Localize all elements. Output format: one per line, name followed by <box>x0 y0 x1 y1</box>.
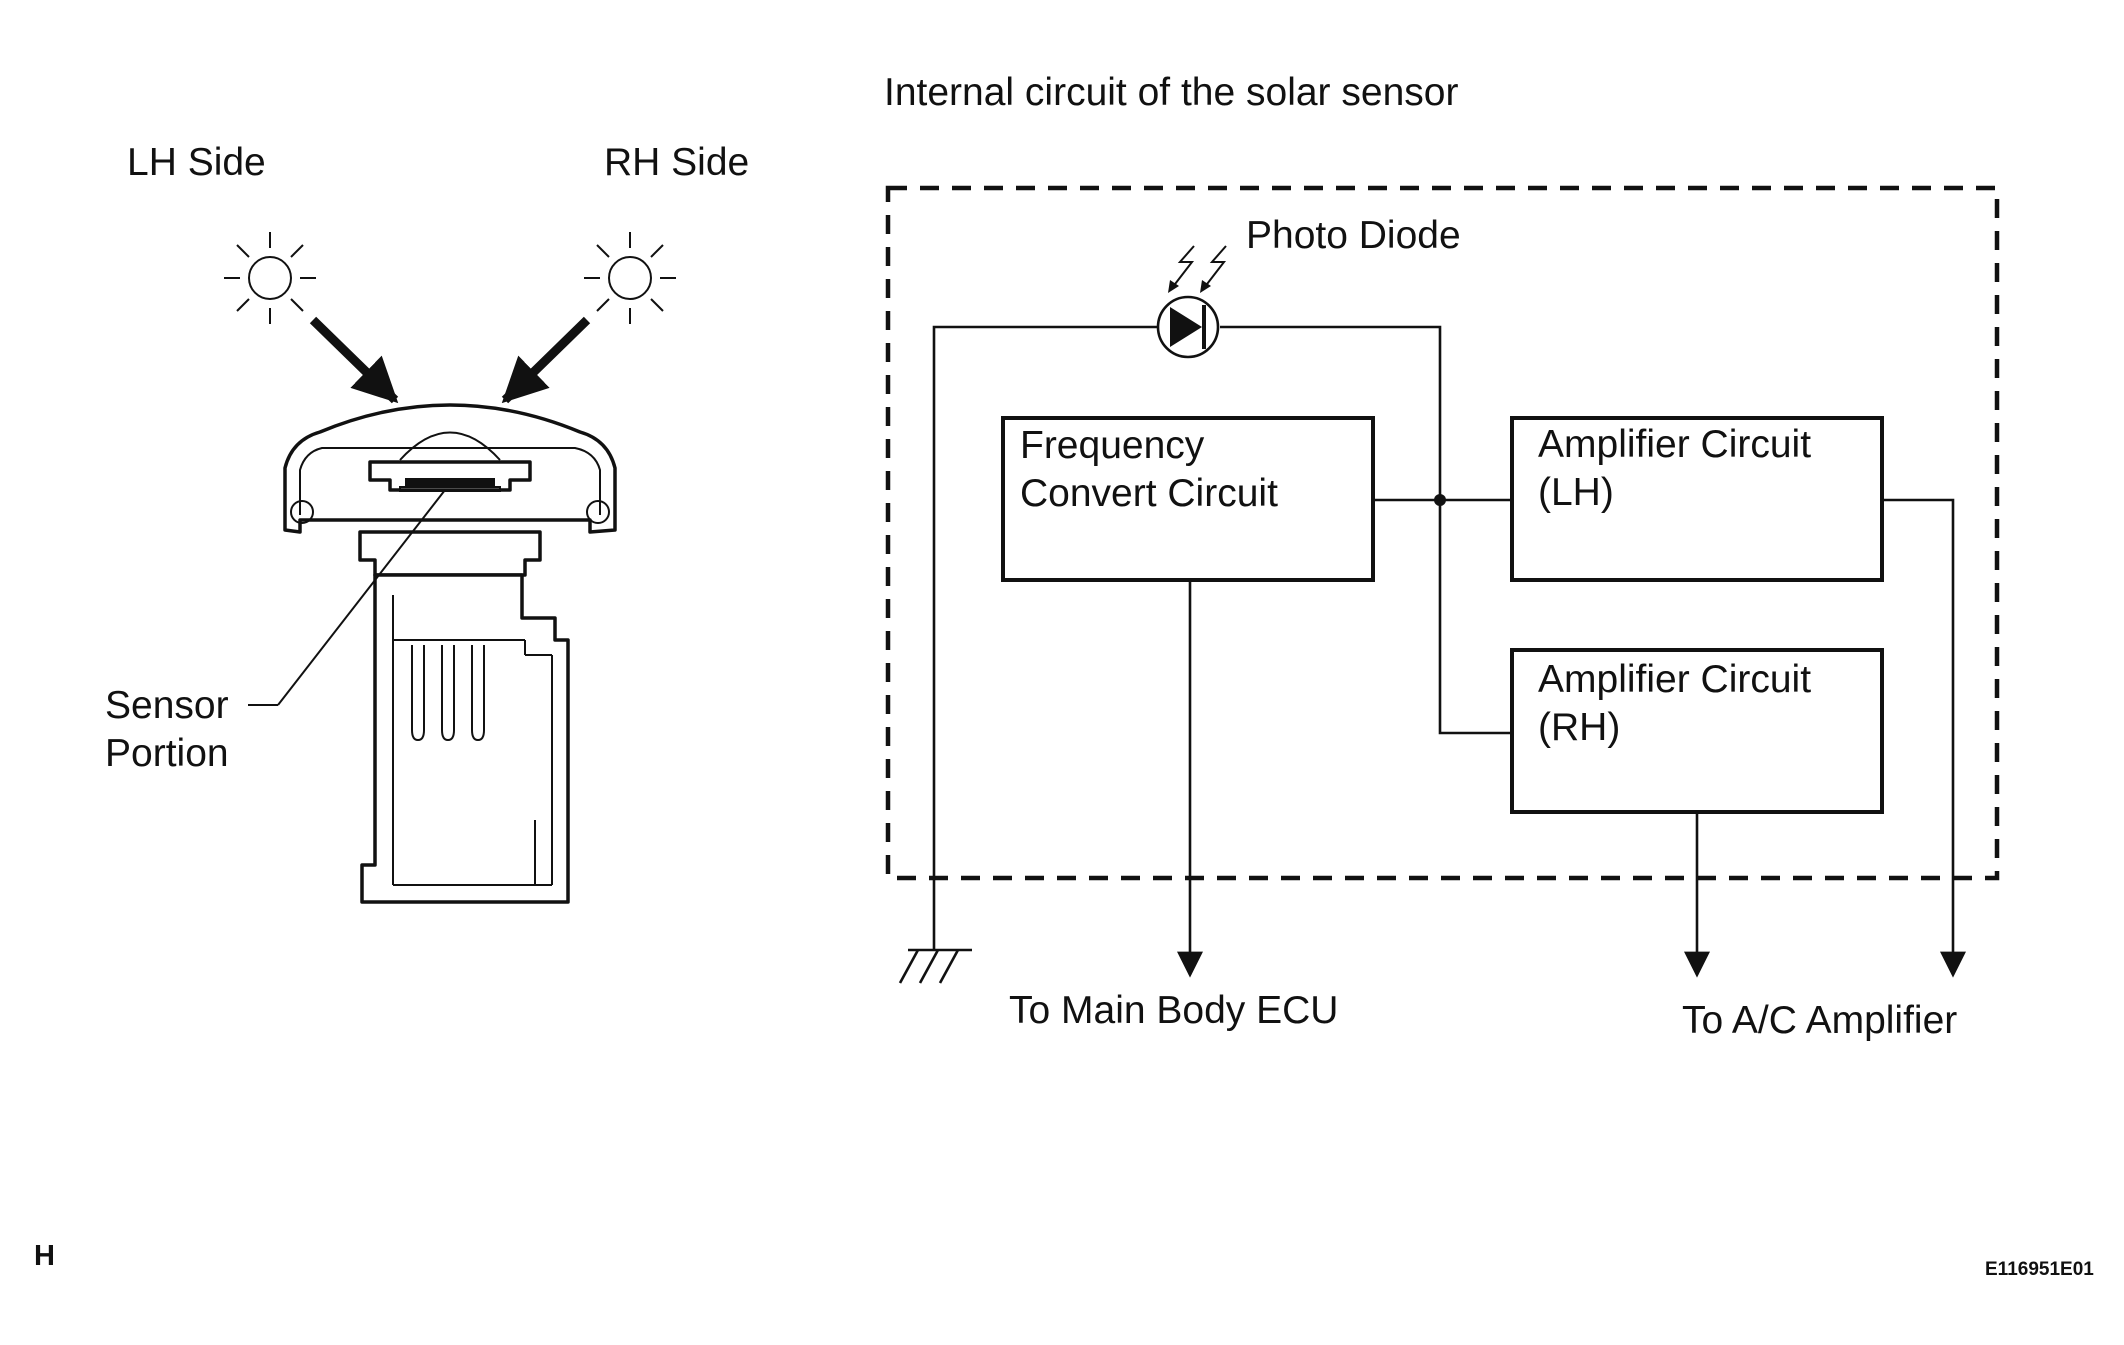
ground-wire <box>932 325 1157 950</box>
rh-side-label: RH Side <box>604 141 749 184</box>
corner-letter: H <box>34 1240 55 1272</box>
to-main-body-ecu-label: To Main Body ECU <box>1009 989 1338 1032</box>
ground-symbol <box>898 948 972 984</box>
amp-rh-label-line1: Amplifier Circuit <box>1538 658 1811 701</box>
photo-diode-label: Photo Diode <box>1246 214 1461 257</box>
solar-sensor-body <box>283 403 617 904</box>
amplifier-circuit-lh-box <box>1510 416 1884 582</box>
photodiode-output-wire <box>1220 325 1510 735</box>
circuit-title: Internal circuit of the solar sensor <box>884 71 1458 114</box>
to-ac-amplifier-label: To A/C Amplifier <box>1682 999 1957 1042</box>
frequency-convert-label-line1: Frequency <box>1020 424 1205 467</box>
junction-dot <box>1434 494 1446 506</box>
amplifier-circuit-rh-box <box>1510 648 1884 814</box>
sensor-portion-label-line1: Sensor <box>105 684 229 727</box>
photo-diode-symbol <box>1156 245 1227 359</box>
amp-lh-label-line1: Amplifier Circuit <box>1538 423 1811 466</box>
sensor-portion-leader <box>277 489 446 706</box>
frequency-convert-circuit-box <box>1001 416 1375 582</box>
sensor-portion-label-line2: Portion <box>105 732 229 775</box>
rh-sun-icon <box>584 232 676 324</box>
lh-side-label: LH Side <box>127 141 266 184</box>
figure-code: E116951E01 <box>1985 1259 2094 1280</box>
amp-lh-output-arrow <box>1882 498 1966 978</box>
rh-light-arrow <box>501 316 591 404</box>
amp-lh-label-line2: (LH) <box>1538 471 1614 514</box>
frequency-convert-label-line2: Convert Circuit <box>1020 472 1278 515</box>
circuit-enclosure <box>885 185 2000 881</box>
amp-rh-label-line2: (RH) <box>1538 706 1620 749</box>
lh-light-arrow <box>309 316 399 404</box>
lh-sun-icon <box>224 232 316 324</box>
